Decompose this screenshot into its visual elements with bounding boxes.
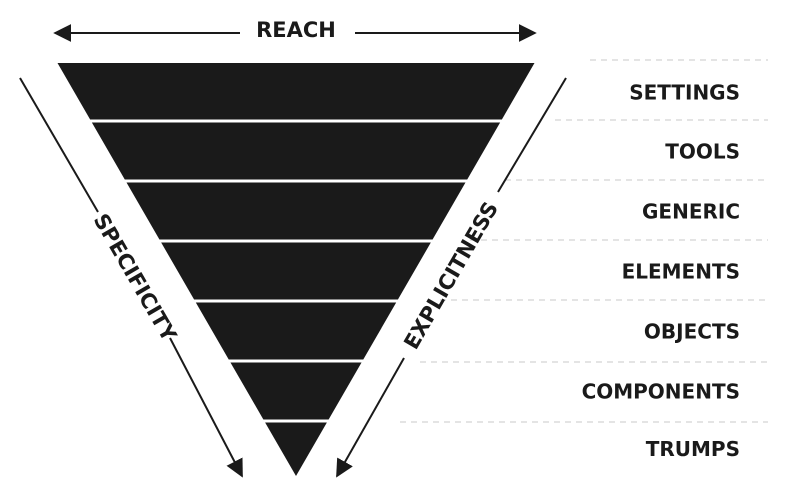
triangle-layers: [57, 63, 535, 476]
layer-labels: SETTINGS TOOLS GENERIC ELEMENTS OBJECTS COMPO…: [582, 81, 740, 462]
explicitness-arrow-top: [497, 77, 567, 193]
explicitness-arrow-bottom: [336, 357, 405, 478]
layer-tools: [91, 122, 501, 180]
specificity-arrow-top: [19, 77, 99, 213]
layer-generic: [126, 182, 466, 240]
reach-label: REACH: [256, 18, 336, 42]
layer-elements: [161, 242, 431, 300]
layer-label-settings: SETTINGS: [629, 81, 740, 105]
layer-label-components: COMPONENTS: [582, 380, 740, 404]
specificity-arrow-bottom: [169, 337, 243, 478]
layer-guide-lines: [400, 59, 768, 423]
layer-label-tools: TOOLS: [665, 140, 740, 164]
layer-label-generic: GENERIC: [642, 200, 740, 224]
layer-label-objects: OBJECTS: [644, 320, 740, 344]
layer-label-trumps: TRUMPS: [646, 437, 740, 461]
layer-components: [230, 362, 362, 420]
layer-objects: [195, 302, 397, 360]
layer-trumps: [265, 422, 327, 476]
layer-label-elements: ELEMENTS: [622, 260, 740, 284]
layer-settings: [57, 63, 535, 120]
